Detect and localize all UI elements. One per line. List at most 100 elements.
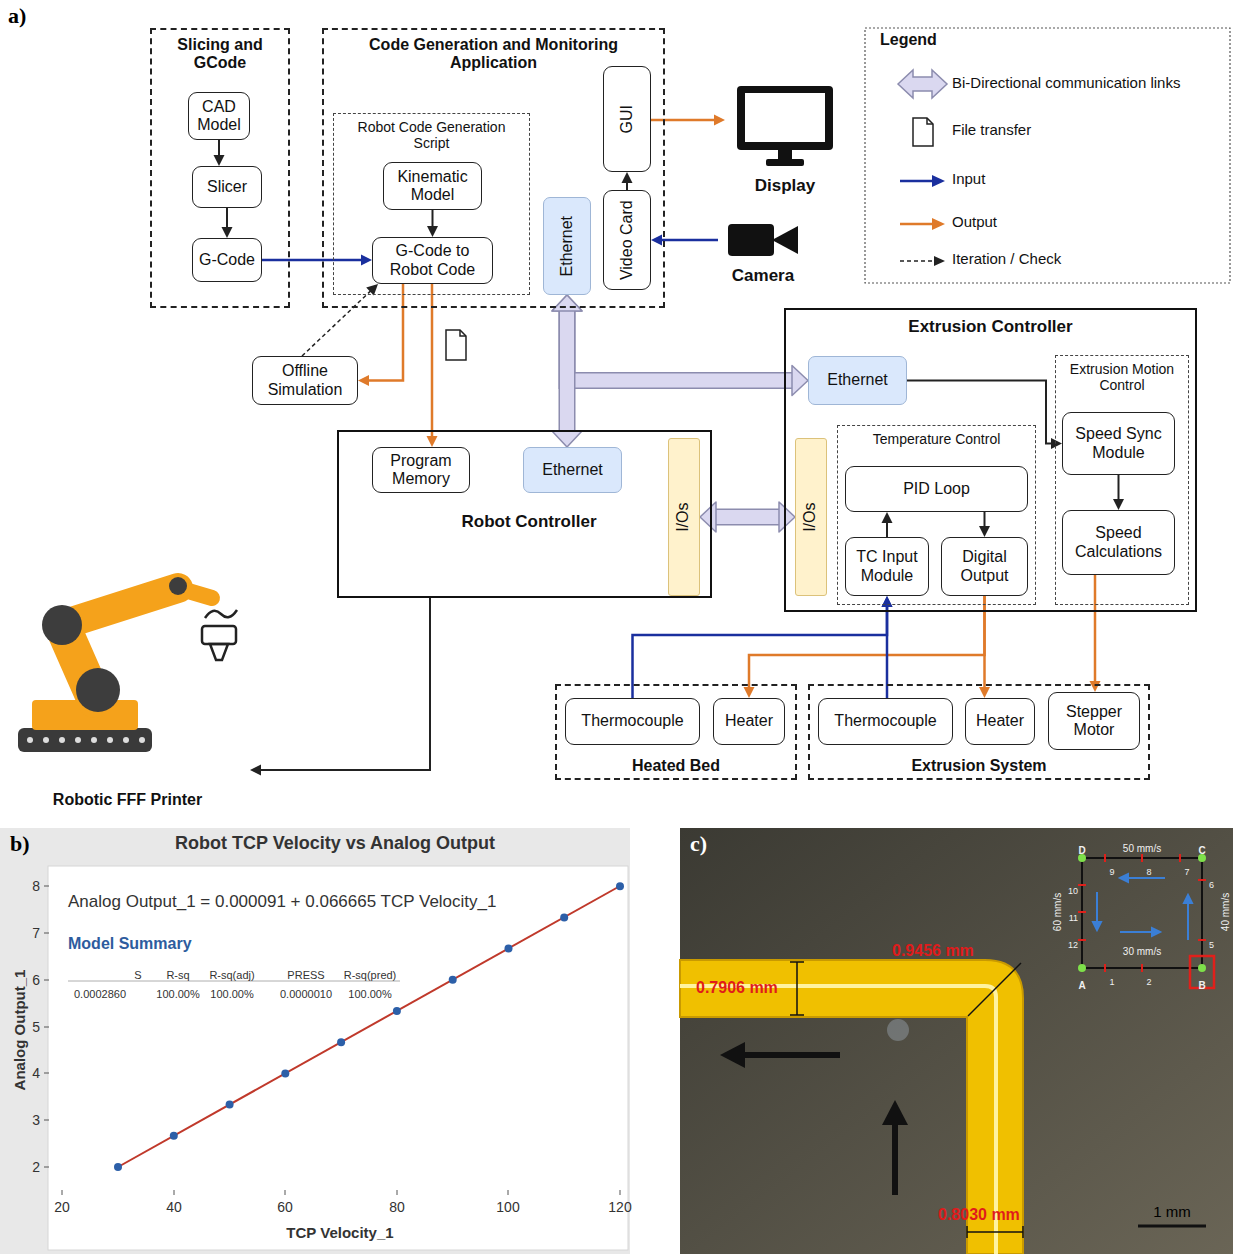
group-box: Code Generation and Monitoring Applicati… xyxy=(322,28,665,308)
dimension-lines xyxy=(796,962,798,1015)
label-holder: 100.00% xyxy=(210,984,253,1002)
bidirectional-link xyxy=(552,295,582,311)
path-inset xyxy=(1141,964,1143,972)
label-holder: 7 xyxy=(1184,861,1189,879)
dimension-lines xyxy=(790,962,1023,1238)
label-holder: 40 mm/s xyxy=(1215,893,1233,931)
legend-entry: Iteration / Check xyxy=(952,250,1061,268)
connector xyxy=(882,512,893,537)
node-label: Heater xyxy=(725,712,773,730)
label-holder: Robot TCP Velocity vs Analog Output xyxy=(175,834,495,854)
data-points xyxy=(393,1007,401,1015)
chart-ticks xyxy=(397,1190,398,1195)
label-holder: b) xyxy=(10,832,30,856)
node-label: Digital Output xyxy=(946,548,1023,585)
node-label: Ethernet xyxy=(827,371,887,389)
chart-ticks xyxy=(620,1190,621,1195)
robot-illustration xyxy=(107,737,113,743)
chart-background xyxy=(0,828,630,1254)
connector xyxy=(250,598,430,776)
printed-filament xyxy=(680,960,1023,1254)
label-holder: 100.00% xyxy=(348,984,391,1002)
process-box: Slicer xyxy=(192,166,262,208)
node-label: Code Generation and Monitoring Applicati… xyxy=(344,36,644,73)
connector xyxy=(979,687,990,698)
connector xyxy=(744,687,755,698)
robot-illustration xyxy=(43,737,49,743)
direction-arrows xyxy=(720,1042,908,1195)
chart-ticks xyxy=(44,1027,49,1028)
process-box: Digital Output xyxy=(941,537,1028,596)
bidirectional-link xyxy=(714,510,781,524)
label-holder: B xyxy=(1198,975,1205,993)
node-label: Robot Controller xyxy=(439,512,619,532)
device-node: Display xyxy=(725,80,845,198)
text-label: Analog Output_1 = 0.000091 + 0.066665 TC… xyxy=(68,893,497,912)
dimension-lines xyxy=(1022,1226,1024,1238)
data-points xyxy=(560,913,568,921)
text-label: PRESS xyxy=(287,969,324,981)
dimension-lines xyxy=(967,1231,1023,1233)
node-label: Kinematic Model xyxy=(388,168,477,205)
process-box: PID Loop xyxy=(845,466,1028,512)
connector xyxy=(214,140,225,166)
legend-text: Iteration / Check xyxy=(952,251,1061,268)
robot-illustration xyxy=(42,605,82,645)
legend-text: Input xyxy=(952,171,985,188)
node-label: Heater xyxy=(976,712,1024,730)
label-holder: S xyxy=(134,965,141,983)
text-label: 2 xyxy=(32,1160,40,1175)
data-points xyxy=(281,1069,289,1077)
connector xyxy=(366,284,378,296)
bidirectional-link xyxy=(560,309,574,433)
text-label: b) xyxy=(10,832,30,856)
bidirectional-link xyxy=(567,309,794,381)
process-box: Kinematic Model xyxy=(383,162,482,210)
text-label: 40 xyxy=(166,1200,182,1215)
label-holder: 30 mm/s xyxy=(1123,941,1161,959)
text-label: 5 xyxy=(32,1020,40,1035)
text-label: S xyxy=(134,969,141,981)
legend-sample-iteration xyxy=(934,256,945,266)
text-label: B xyxy=(1198,980,1205,991)
connector xyxy=(214,155,225,166)
connector xyxy=(1118,475,1120,502)
legend-entry: Input xyxy=(952,170,985,188)
scale-bar xyxy=(1138,1226,1206,1227)
legend-sample-bidirectional xyxy=(898,70,947,98)
node-label: Camera xyxy=(732,266,794,286)
chart-ticks xyxy=(44,886,49,887)
legend-sample-file xyxy=(913,118,933,146)
text-label: 60 xyxy=(277,1200,293,1215)
path-inset xyxy=(1078,854,1214,988)
node-label: Thermocouple xyxy=(581,712,683,730)
process-box: Program Memory xyxy=(372,447,470,493)
text-label: 6 xyxy=(1209,881,1214,891)
connector xyxy=(659,239,718,242)
process-box: Thermocouple xyxy=(565,698,700,745)
robot-illustration xyxy=(59,737,65,743)
legend-sample-input xyxy=(900,175,945,187)
data-points xyxy=(226,1101,234,1109)
node-label: Thermocouple xyxy=(834,712,936,730)
connector xyxy=(427,436,438,447)
node-label: PID Loop xyxy=(903,480,970,498)
connector xyxy=(222,208,233,238)
dimension-lines xyxy=(966,1226,968,1238)
text-label: c) xyxy=(690,832,707,856)
connector xyxy=(882,596,893,607)
path-inset xyxy=(1078,854,1206,972)
connector xyxy=(622,172,633,183)
direction-arrows xyxy=(720,1042,745,1068)
legend-text: Bi-Directional communication links xyxy=(952,75,1180,92)
bidirectional-link xyxy=(552,295,582,447)
controller-box: Extrusion ControllerEthernetI/OsTemperat… xyxy=(784,308,1197,612)
path-inset xyxy=(1120,874,1128,882)
process-box: Heater xyxy=(965,698,1035,745)
text-label: 12 xyxy=(1068,941,1078,951)
node-label: I/Os xyxy=(675,502,693,531)
monitor-icon xyxy=(737,86,833,150)
path-inset xyxy=(1198,879,1206,881)
